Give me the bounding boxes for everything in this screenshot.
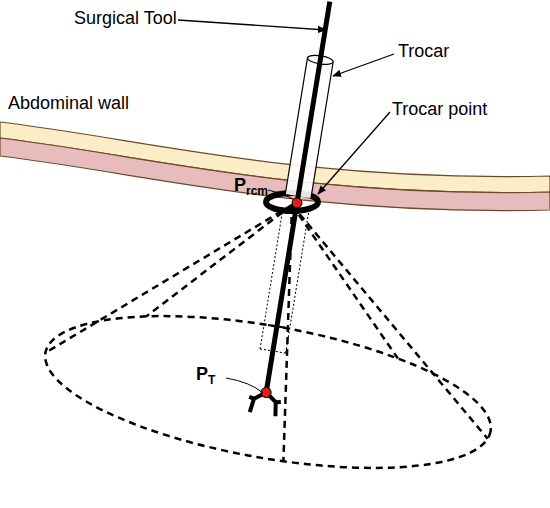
- trocar-top: [307, 54, 334, 66]
- leader-arrow: [333, 54, 394, 76]
- cone-line: [292, 205, 398, 359]
- trocar-hidden: [260, 209, 283, 349]
- trocar-point-label: Trocar point: [392, 100, 487, 120]
- cone-line: [146, 205, 292, 316]
- workspace-ellipse: [34, 288, 502, 496]
- leader-arrow: [318, 112, 390, 194]
- workspace-cone: [34, 205, 502, 496]
- tool-group: [247, 0, 346, 417]
- leader-arrow: [178, 20, 326, 30]
- cone-line: [45, 205, 292, 353]
- leader-line: [268, 190, 293, 199]
- tool-label: Surgical Tool: [74, 9, 177, 29]
- muscle-layer: [0, 138, 550, 211]
- cone-line: [292, 205, 488, 439]
- trocar-label: Trocar: [398, 42, 449, 62]
- leader-line: [226, 378, 263, 393]
- trocar-hidden: [286, 213, 309, 353]
- surgical-tool: [266, 2, 330, 393]
- point-label: Prcm: [234, 176, 268, 198]
- surgical-tool: [320, 55, 321, 64]
- wall-label: Abdominal wall: [8, 94, 129, 114]
- rcm-point: [292, 198, 302, 208]
- point-label: PT: [196, 365, 215, 387]
- tool-mark: [268, 325, 286, 328]
